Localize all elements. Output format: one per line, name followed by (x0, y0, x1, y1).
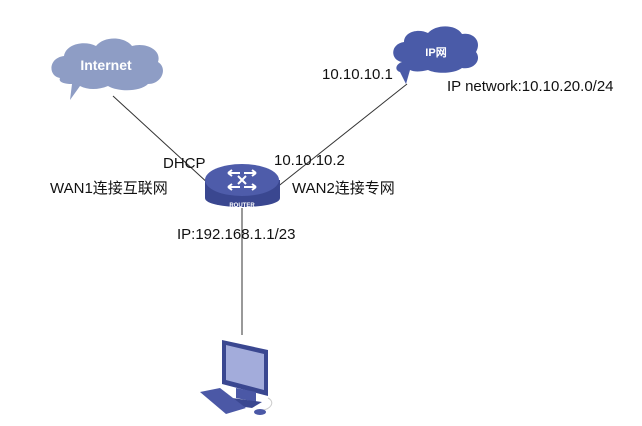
wan1-label: WAN1连接互联网 (50, 180, 168, 197)
router-icon: ROUTER (205, 164, 280, 209)
dhcp-label: DHCP (163, 155, 206, 172)
mouse-icon (254, 409, 266, 415)
wan2-label: WAN2连接专网 (292, 180, 395, 197)
link-internet-router (112, 95, 211, 186)
internet-cloud-label: Internet (80, 57, 132, 73)
peer-ip-label: 10.10.10.1 (322, 66, 393, 83)
keyboard-icon (200, 388, 246, 414)
ip-cloud-label: IP网 (425, 46, 446, 59)
pc-icon (200, 340, 273, 415)
wan2-ip-label: 10.10.10.2 (274, 152, 345, 169)
ip-network-cloud: IP网 (393, 26, 479, 84)
lan-ip-label: IP:192.168.1.1/23 (177, 226, 296, 243)
link-ipnet-router (275, 83, 408, 189)
internet-cloud: Internet (51, 38, 163, 100)
ip-network-label: IP network:10.10.20.0/24 (447, 78, 614, 95)
router-label: ROUTER (229, 203, 255, 209)
